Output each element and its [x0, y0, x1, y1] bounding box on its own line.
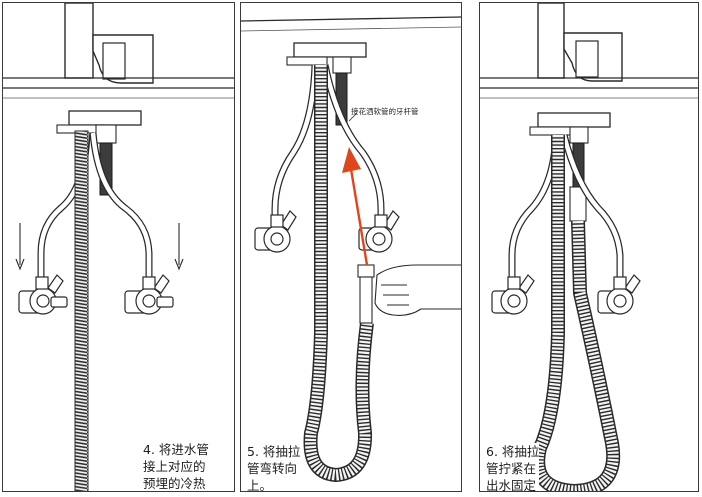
step-6-panel: 6. 将抽拉 管拧紧在 出水固定: [479, 2, 699, 492]
step-4-instruction: 4. 将进水管 接上对应的 预埋的冷热: [143, 441, 209, 491]
right-angle-valve: [597, 274, 641, 315]
step-6-line-1: 6. 将抽拉: [486, 444, 540, 459]
right-angle-valve: [124, 274, 174, 315]
step-6-instruction: 6. 将抽拉 管拧紧在 出水固定: [486, 443, 540, 492]
step-5-line-2: 管弯转向: [247, 461, 298, 476]
step-5-instruction: 5. 将抽拉 管弯转向 上。: [247, 443, 301, 492]
hose-thread-callout: 接花洒软管的牙杆管: [351, 107, 419, 116]
left-angle-valve: [491, 274, 535, 315]
step-5-line-3: 上。: [247, 478, 273, 492]
step-5-illustration: [241, 16, 461, 483]
step-5-panel: 接花洒软管的牙杆管 5. 将抽拉 管弯转向 上。: [240, 2, 462, 492]
step-4-line-2: 接上对应的: [143, 459, 206, 474]
step-4-illustration: [3, 3, 234, 491]
step-5-line-1: 5. 将抽拉: [247, 444, 301, 459]
step-4-line-1: 4. 将进水管: [143, 442, 209, 457]
left-angle-valve: [18, 274, 68, 315]
step-6-illustration: [480, 3, 698, 491]
step-4-panel: 4. 将进水管 接上对应的 预埋的冷热: [2, 2, 235, 492]
hand-illustration: [357, 264, 461, 324]
step-4-line-3: 预埋的冷热: [143, 476, 206, 491]
left-angle-valve: [254, 210, 297, 253]
step-6-line-3: 出水固定: [486, 478, 537, 492]
step-6-line-2: 管拧紧在: [486, 461, 537, 476]
